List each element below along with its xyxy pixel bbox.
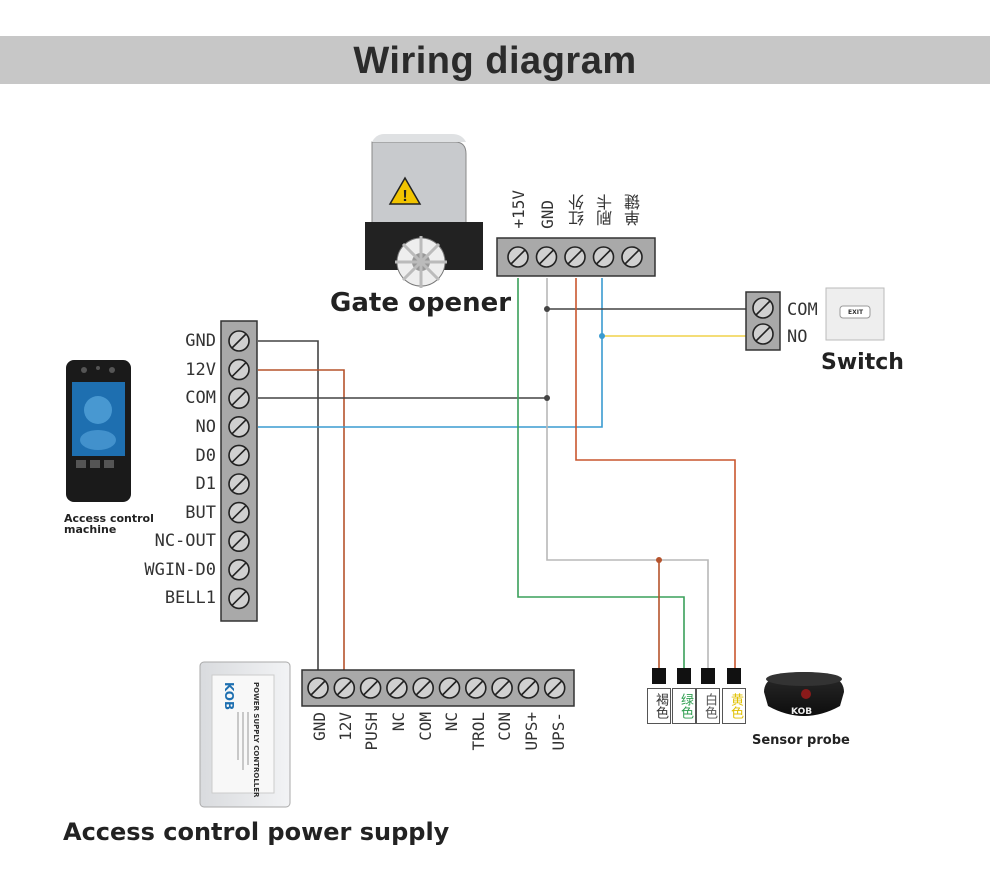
- power-terminal-block: [301, 669, 575, 707]
- screw-slot: [755, 300, 771, 316]
- ps-terminal-push: PUSH: [362, 712, 381, 751]
- screw-slot: [538, 249, 555, 265]
- screw-slot: [755, 326, 771, 342]
- ac-terminal-but: BUT: [185, 503, 216, 523]
- probe-pins: [652, 668, 741, 684]
- wire-ir-red: [575, 278, 736, 670]
- ps-label: POWER SUPPLY CONTROLLER: [252, 682, 260, 798]
- ac-terminal-gnd: GND: [185, 331, 216, 351]
- screw-slot: [231, 390, 247, 406]
- screw-slot: [547, 680, 563, 696]
- ac-terminal-com: COM: [185, 388, 216, 408]
- ac-terminal-no: NO: [195, 417, 216, 437]
- ps-terminal-gnd: GND: [310, 712, 329, 741]
- gate-opener-caption: Gate opener: [330, 288, 512, 318]
- ac-terminal-d0: D0: [195, 446, 216, 466]
- gate-terminal-ir: 红外: [568, 194, 587, 226]
- sensor-probe-image: [764, 672, 844, 716]
- screw-slot: [231, 562, 247, 578]
- screw-slot: [231, 333, 247, 349]
- ac-terminal-12v: 12V: [185, 360, 216, 380]
- sensor-probe-caption: Sensor probe: [752, 733, 850, 748]
- ac-terminal-wgin-d0: WGIN-D0: [144, 560, 216, 580]
- ps-terminal-nc2: NC: [442, 712, 461, 732]
- power-supply-caption: Access control power supply: [63, 818, 450, 846]
- screw-slot: [494, 680, 510, 696]
- ps-terminal-con: CON: [495, 712, 514, 741]
- screw-slot: [231, 362, 247, 378]
- screw-slot: [624, 249, 640, 265]
- access-machine-caption-line1: Access control: [64, 512, 154, 525]
- screw-slot: [389, 680, 405, 696]
- ps-logo: KOB: [222, 682, 236, 711]
- gate-terminal-gnd: GND: [538, 200, 557, 229]
- access-control-machine-image: [66, 360, 131, 502]
- svg-text:!: !: [402, 188, 407, 205]
- screw-slot: [336, 680, 352, 696]
- screw-slot: [231, 590, 247, 606]
- ps-terminal-12v: 12V: [336, 712, 355, 741]
- ps-terminal-ups-plus: UPS+: [522, 712, 541, 751]
- screw-slot: [468, 680, 484, 696]
- screw-slot: [441, 680, 458, 696]
- ac-terminal-nc-out: NC-OUT: [154, 531, 216, 551]
- switch-terminal-no: NO: [787, 327, 808, 347]
- wire-no-blue: [258, 278, 603, 428]
- screw-slot: [567, 249, 583, 265]
- screw-slot: [231, 533, 247, 549]
- ac-terminal-bell1: BELL1: [164, 588, 216, 608]
- gate-terminal-single: 单键: [624, 194, 643, 226]
- page-title: Wiring diagram: [353, 40, 637, 82]
- ps-terminal-ups-minus: UPS-: [549, 712, 568, 751]
- probe-wire-yellow: 黄色: [722, 688, 746, 724]
- ps-terminal-trol: TROL: [469, 712, 488, 751]
- screw-slot: [415, 680, 431, 696]
- switch-caption: Switch: [821, 350, 904, 375]
- junction-dot: [599, 333, 605, 339]
- switch-terminal-com: COM: [787, 300, 818, 320]
- junction-dot: [544, 306, 550, 312]
- junction-dot: [544, 395, 550, 401]
- wire-15v-green: [517, 278, 685, 670]
- screw-slot: [510, 249, 526, 265]
- gate-terminal-block: [496, 237, 656, 277]
- wire-gnd-black: [258, 340, 319, 670]
- ps-terminal-com: COM: [416, 712, 435, 741]
- exit-button-text: EXIT: [848, 309, 864, 316]
- screw-slot: [310, 680, 326, 696]
- screw-slot: [231, 505, 247, 521]
- title-bar: [0, 36, 990, 84]
- power-supply-image: [199, 661, 291, 808]
- gate-opener-image: !: [365, 134, 483, 288]
- screw-slot: [231, 476, 247, 492]
- wire-12v-brown: [258, 369, 345, 670]
- probe-wire-green: 绿色: [672, 688, 696, 724]
- wires-group: [258, 278, 760, 670]
- exit-switch-image: [825, 287, 885, 341]
- probe-wire-white: 白色: [696, 688, 720, 724]
- junction-dot: [656, 557, 662, 563]
- ac-terminal-d1: D1: [195, 474, 216, 494]
- access-terminal-block: [220, 320, 258, 622]
- screw-slot: [520, 680, 536, 696]
- screw-slot: [231, 419, 247, 435]
- wire-gnd-white: [546, 278, 709, 670]
- screw-slot: [231, 447, 247, 463]
- probe-wire-brown: 褐色: [647, 688, 671, 724]
- gate-terminal-15v: +15V: [509, 190, 528, 229]
- screw-slot: [363, 680, 379, 696]
- access-machine-caption-line2: machine: [64, 523, 117, 536]
- switch-terminal-block: [745, 291, 781, 351]
- ps-terminal-nc1: NC: [389, 712, 408, 732]
- screw-slot: [595, 249, 612, 265]
- probe-logo: KOB: [791, 707, 813, 717]
- gate-terminal-card: 刷卡: [596, 194, 615, 226]
